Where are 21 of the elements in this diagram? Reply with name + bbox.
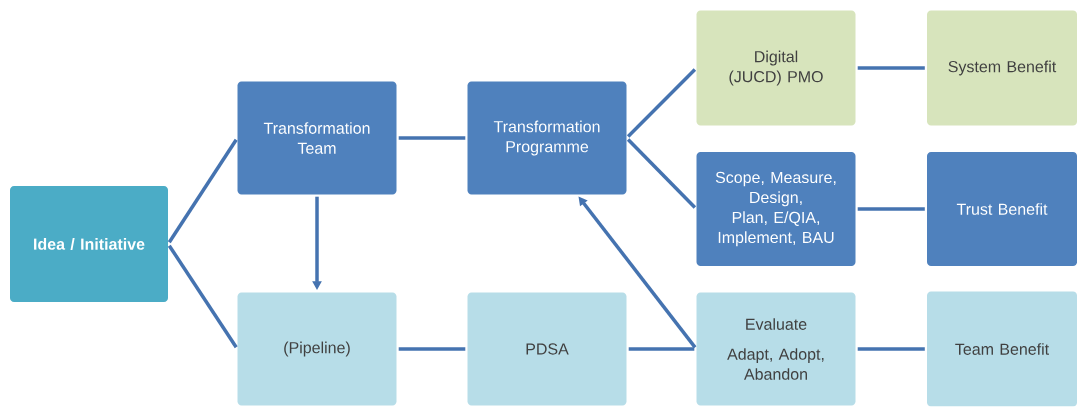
connector-line [626, 138, 697, 209]
process-box: System Benefit [927, 10, 1077, 126]
process-box: Evaluate Adapt, Adopt, Abandon [696, 292, 856, 406]
connector-line [626, 68, 697, 138]
process-box: Transformation Programme [467, 81, 627, 195]
process-box: Team Benefit [927, 291, 1077, 407]
connector-line [167, 244, 238, 349]
process-box: (Pipeline) [237, 292, 397, 406]
process-box: Transformation Team [237, 81, 397, 195]
connector-line [167, 138, 238, 244]
connector-line [857, 207, 925, 211]
process-box: Scope, Measure, Design, Plan, E/QIA, Implement, BAU [696, 152, 856, 266]
connector-line [857, 66, 925, 70]
process-box: PDSA [467, 292, 627, 406]
process-box: Trust Benefit [927, 152, 1077, 266]
connector-line [398, 136, 466, 140]
process-box: Digital (JUCD) PMO [696, 10, 856, 126]
connector-line [628, 347, 695, 351]
connector-line [398, 347, 466, 351]
connector-line [857, 347, 925, 351]
process-box: Idea / Initiative [10, 186, 168, 302]
